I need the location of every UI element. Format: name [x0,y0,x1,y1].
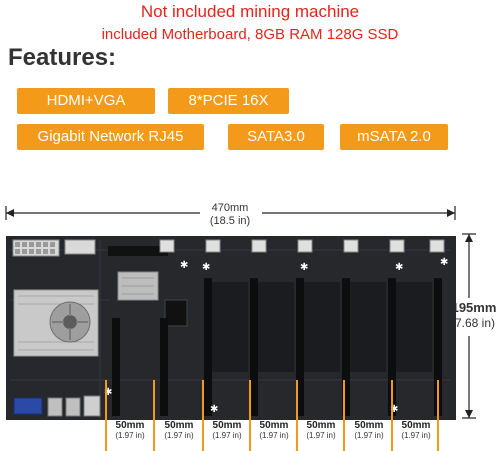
slot-spacing-label-1: 50mm(1.97 in) [115,420,145,440]
slot-spacing-label-2: 50mm(1.97 in) [164,420,194,440]
svg-text:✱: ✱ [395,262,403,273]
height-dimension-line [462,233,476,419]
slot-spacing-label-7: 50mm(1.97 in) [401,420,431,440]
pcie-slot-4 [250,278,258,416]
pcie-slot-6 [342,278,350,416]
mounting-holes: ✱ ✱ ✱ ✱ ✱ ✱ ✱ ✱ [104,257,448,415]
feature-tag-sata: SATA3.0 [228,124,324,150]
slot-areas [212,282,432,372]
slot-spacing-label-5: 50mm(1.97 in) [306,420,336,440]
feature-tag-network: Gigabit Network RJ45 [17,124,204,150]
width-arrow-right [447,209,455,217]
svg-text:✱: ✱ [180,260,188,271]
slot-spacing-label-4: 50mm(1.97 in) [259,420,289,440]
features-title: Features: [8,44,117,71]
feature-tag-pcie: 8*PCIE 16X [168,88,289,114]
rj45-port [83,395,101,417]
width-dimension-line [5,206,456,220]
svg-text:✱: ✱ [390,404,398,415]
svg-text:✱: ✱ [202,262,210,273]
pcie-slot-3 [204,278,212,416]
header-line-1: Not included mining machine [140,2,360,21]
pcie-slot-7 [388,278,396,416]
vga-port [13,397,43,415]
width-in-label: (18.5 in) [209,215,251,227]
header-line-2: included Motherboard, 8GB RAM 128G SSD [101,26,399,43]
msata-slot [164,299,188,327]
height-mm-label: 195mm [451,300,497,315]
pcie-slot-8 [434,278,442,416]
svg-text:✱: ✱ [300,262,308,273]
hdmi-port [65,397,81,417]
pcie-slot-2 [160,318,168,416]
pcie-slot-1 [112,318,120,416]
pcie-slots [112,278,442,416]
svg-text:✱: ✱ [104,387,112,398]
pcie-slot-5 [296,278,304,416]
height-arrow-bottom [465,410,473,418]
usb-ports [47,397,63,417]
width-mm-label: 470mm [211,202,249,214]
slot-spacing-label-3: 50mm(1.97 in) [212,420,242,440]
ram-slot [108,246,168,256]
slot-spacing-label-6: 50mm(1.97 in) [354,420,384,440]
slot-spacing-lines [105,380,439,451]
feature-tag-hdmi-vga: HDMI+VGA [17,88,155,114]
pcie-power-connectors [159,239,445,253]
height-arrow-top [465,234,473,242]
width-arrow-left [6,209,14,217]
svg-text:✱: ✱ [210,404,218,415]
feature-tag-msata: mSATA 2.0 [340,124,448,150]
power-connector-2 [64,239,96,255]
svg-text:✱: ✱ [440,257,448,268]
height-in-label: (7.68 in) [450,316,496,330]
